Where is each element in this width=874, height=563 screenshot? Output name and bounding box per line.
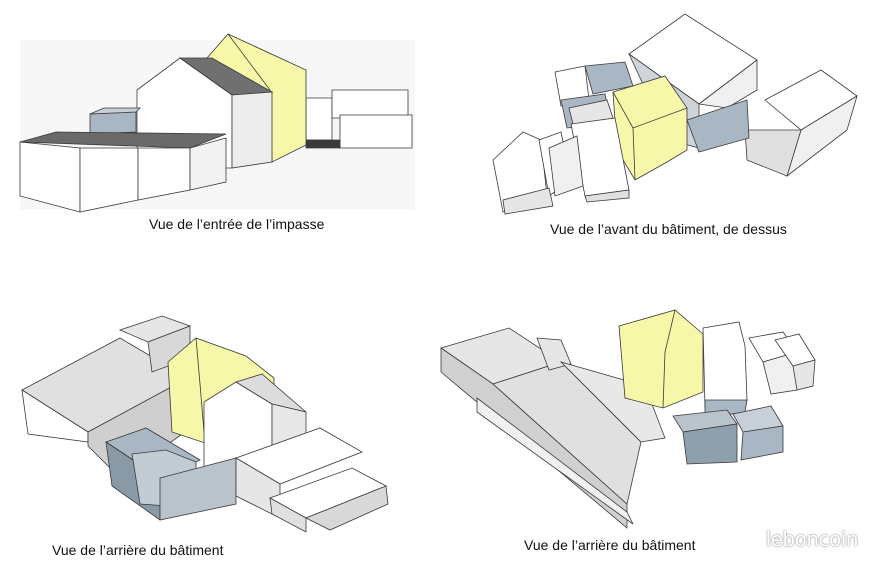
highlighted-building — [618, 309, 704, 409]
courtyard-block — [536, 337, 666, 443]
white-block — [702, 321, 748, 419]
courtyard-wall — [686, 99, 750, 153]
annex-block — [672, 405, 784, 465]
view-arriere-1: Vue de l’arrière du bâtiment — [0, 282, 437, 563]
leboncoin-watermark: leboncoin — [765, 527, 859, 551]
long-slab — [440, 327, 642, 529]
view-arriere-2: Vue de l’arrière du bâtiment leboncoin — [437, 282, 874, 563]
caption-view-3: Vue de l’arrière du bâtiment — [52, 542, 224, 558]
caption-view-1: Vue de l’entrée de l’impasse — [149, 216, 325, 232]
massing-model-3 — [21, 315, 389, 533]
right-cube — [744, 69, 858, 178]
front-low-blocks — [235, 427, 389, 533]
annex-block — [105, 427, 237, 521]
view-avant-dessus: Vue de l’avant du bâtiment, de dessus — [437, 0, 874, 282]
caption-view-4: Vue de l’arrière du bâtiment — [524, 537, 696, 553]
view-entree-impasse: Vue de l’entrée de l’impasse — [0, 0, 437, 282]
massing-model-4 — [440, 309, 816, 529]
massing-model-1 — [19, 33, 415, 213]
distant-blocks-right — [305, 89, 413, 149]
highlighted-building — [612, 75, 688, 181]
left-row-blocks — [492, 131, 584, 215]
low-row-blocks — [19, 131, 227, 213]
massing-model-2 — [492, 13, 858, 215]
far-right-blocks — [748, 331, 816, 395]
caption-view-2: Vue de l’avant du bâtiment, de dessus — [550, 221, 787, 237]
mid-blocks — [570, 117, 630, 203]
annex-block — [89, 107, 141, 135]
